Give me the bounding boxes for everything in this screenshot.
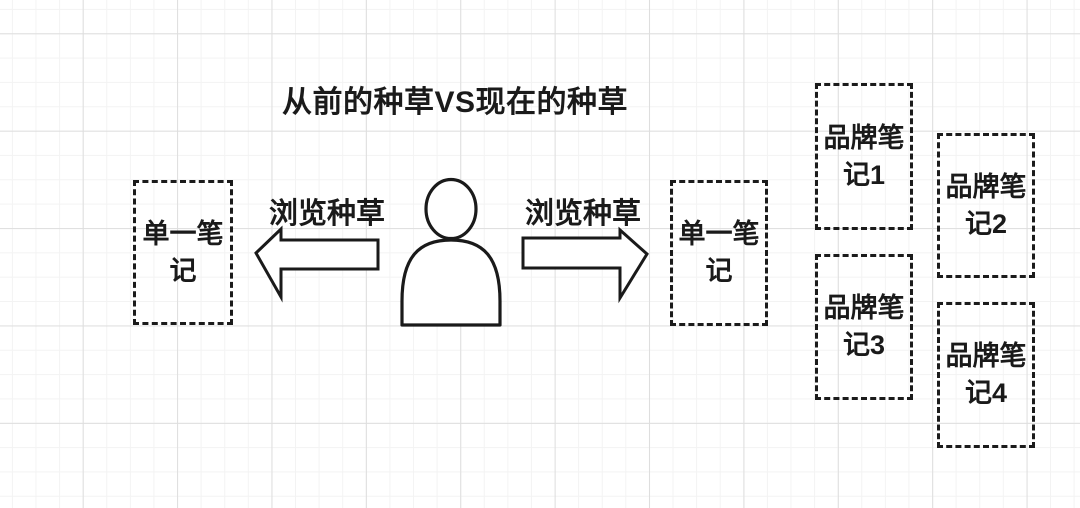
brand-note-box-1-line1: 品牌笔	[823, 122, 905, 153]
single-note-box-left-line1: 单一笔	[142, 218, 224, 249]
single-note-box-right-line1: 单一笔	[678, 219, 760, 249]
brand-note-box-1-line2: 记1	[842, 159, 886, 190]
brand-note-box-3-line1: 品牌笔	[823, 293, 905, 323]
browse-right-label: 浏览种草	[524, 198, 641, 230]
single-note-box-left: 单一笔 记	[133, 180, 233, 325]
single-note-box-right-line2: 记	[705, 256, 733, 286]
brand-note-box-2-line2: 记2	[964, 208, 1008, 239]
brand-note-box-3-line2: 记3	[842, 330, 886, 360]
brand-note-box-4: 品牌笔 记4	[937, 302, 1035, 448]
arrow-left-icon	[254, 225, 380, 303]
brand-note-box-4-line2: 记4	[964, 378, 1008, 408]
browse-left-label: 浏览种草	[268, 198, 385, 230]
brand-note-box-3: 品牌笔 记3	[815, 254, 913, 400]
single-note-box-right: 单一笔 记	[670, 180, 768, 326]
brand-note-box-4-line1: 品牌笔	[945, 341, 1027, 371]
brand-note-box-2-line1: 品牌笔	[945, 171, 1027, 202]
diagram-title: 从前的种草VS现在的种草	[281, 86, 629, 119]
person-icon	[400, 177, 502, 327]
single-note-box-left-line2: 记	[169, 255, 197, 286]
arrow-right-icon	[521, 226, 649, 304]
brand-note-box-2: 品牌笔 记2	[937, 133, 1035, 278]
brand-note-box-1: 品牌笔 记1	[815, 83, 913, 230]
